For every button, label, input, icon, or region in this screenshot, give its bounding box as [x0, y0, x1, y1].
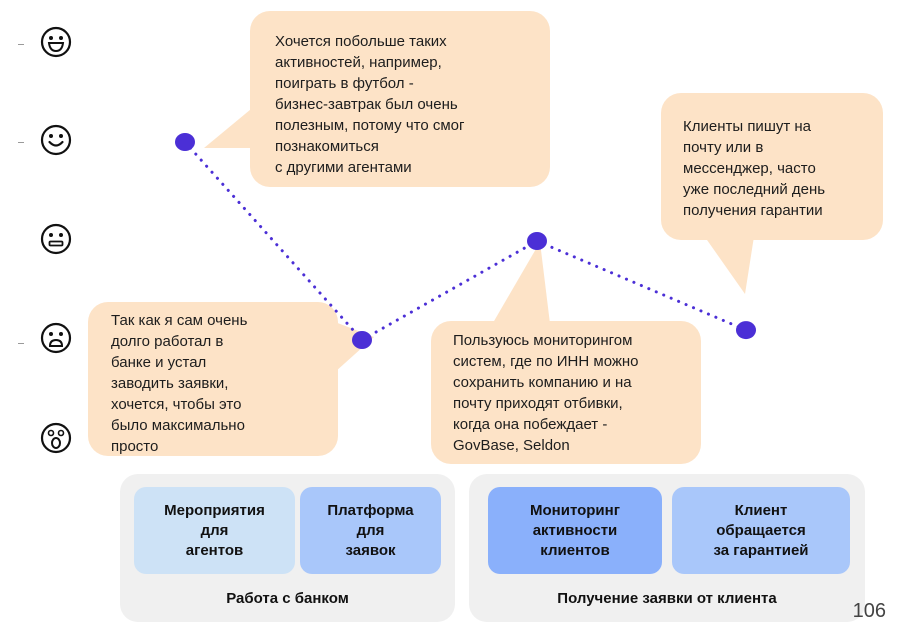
emotion-line-segment [535, 239, 748, 332]
comment-text: Пользуюсь мониторингом систем, где по ИН… [453, 332, 639, 454]
emotion-point [527, 232, 547, 250]
stage-events-for-agents: Мероприятия для агентов [134, 487, 295, 574]
happy-face-icon [40, 124, 72, 156]
emotion-point [736, 321, 756, 340]
stage-application-platform: Платформа для заявок [300, 487, 441, 574]
page-number: 106 [852, 600, 886, 622]
scale-tick [18, 142, 24, 143]
comment-bubble-client-requests: Клиенты пишут на почту или в мессенджер,… [661, 93, 883, 240]
stage-client-request-guarantee: Клиент обращается за гарантией [672, 487, 850, 574]
emotion-point [175, 133, 195, 151]
comment-bubble-events: Хочется побольше таких активностей, напр… [250, 11, 550, 187]
neutral-face-icon [40, 223, 72, 255]
scale-tick [18, 44, 24, 45]
stage-group-label: Работа с банком [226, 590, 349, 607]
shocked-face-icon [40, 422, 72, 454]
emotion-line-segment [183, 140, 364, 342]
sad-face-icon [40, 322, 72, 354]
stage-client-monitoring: Мониторинг активности клиентов [488, 487, 662, 574]
very-happy-face-icon [40, 26, 72, 58]
emotion-point [352, 331, 372, 349]
emotion-line-segment [360, 239, 539, 342]
stage-group-label: Получение заявки от клиента [557, 590, 777, 607]
scale-tick [18, 343, 24, 344]
comment-bubble-monitoring: Пользуюсь мониторингом систем, где по ИН… [431, 321, 701, 464]
comment-text: Клиенты пишут на почту или в мессенджер,… [683, 118, 826, 219]
comment-text: Хочется побольше таких активностей, напр… [275, 33, 465, 176]
comment-text: Так как я сам очень долго работал в банк… [111, 312, 248, 455]
comment-bubble-platform: Так как я сам очень долго работал в банк… [88, 302, 338, 456]
